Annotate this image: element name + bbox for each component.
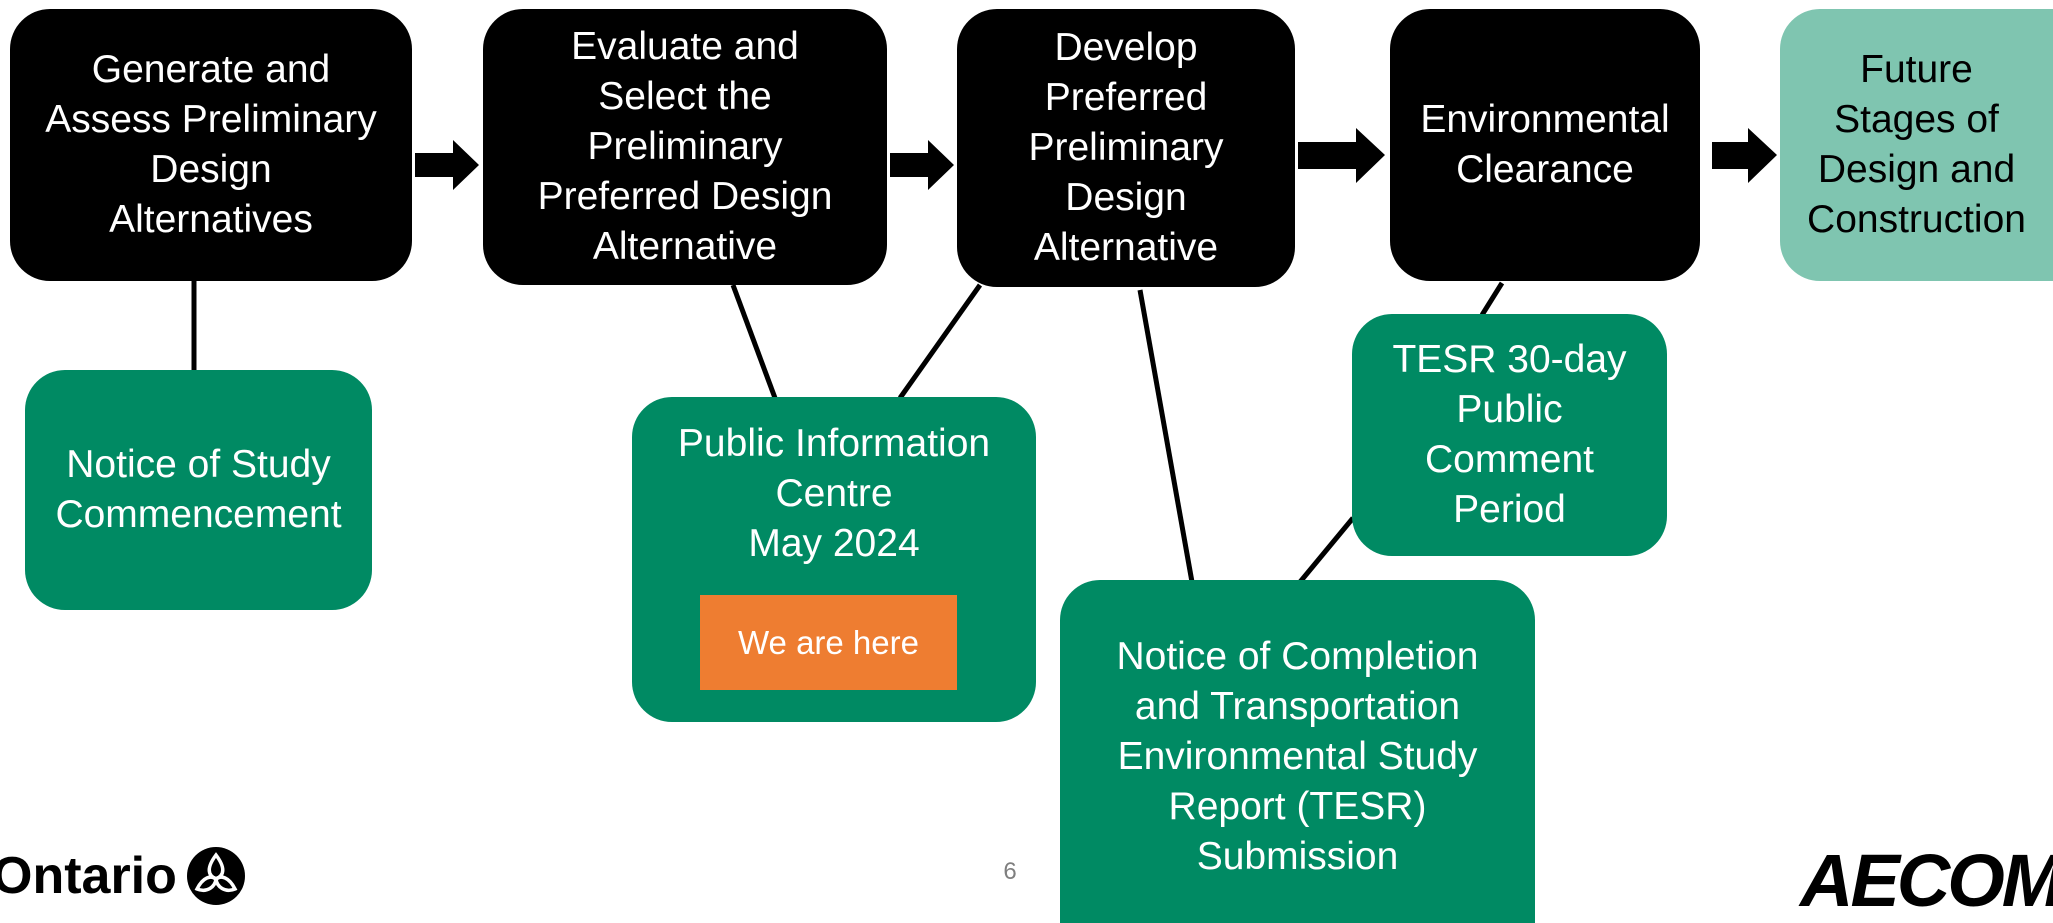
arrow-right-icon	[415, 140, 479, 190]
step-evaluate-select-alternative: Evaluate and Select the Preliminary Pref…	[483, 9, 887, 285]
step-generate-assess-alternatives: Generate and Assess Preliminary Design A…	[10, 9, 412, 281]
milestone-tesr-comment-period: TESR 30-day Public Comment Period	[1352, 314, 1667, 556]
ontario-logo: Ontario	[0, 845, 247, 907]
step-develop-preferred-alternative: Develop Preferred Preliminary Design Alt…	[957, 9, 1295, 287]
aecom-logo: AECOM	[1800, 839, 2053, 922]
step-environmental-clearance: Environmental Clearance	[1390, 9, 1700, 281]
arrow-right-icon	[1712, 128, 1777, 183]
connector-step3-completion	[1137, 289, 1195, 583]
arrow-right-icon	[890, 140, 954, 190]
milestone-pic-label: Public Information Centre May 2024	[677, 422, 991, 565]
connector-step4-tesr	[1479, 281, 1505, 317]
ontario-logo-text: Ontario	[0, 847, 177, 905]
connector-step3-pic	[897, 283, 983, 400]
step-future-stages: Future Stages of Design and Construction	[1780, 9, 2053, 281]
connector-tesr-completion	[1298, 516, 1355, 584]
we-are-here-marker: We are here	[700, 595, 957, 690]
arrow-right-icon	[1298, 128, 1385, 183]
milestone-notice-study-commencement: Notice of Study Commencement	[25, 370, 372, 610]
trillium-icon	[186, 847, 245, 905]
milestone-notice-of-completion: Notice of Completion and Transportation …	[1060, 580, 1535, 923]
page-number: 6	[1003, 858, 1017, 885]
connector-step2-pic	[730, 284, 778, 399]
milestone-public-information-centre: Public Information Centre May 2024	[632, 397, 1036, 722]
